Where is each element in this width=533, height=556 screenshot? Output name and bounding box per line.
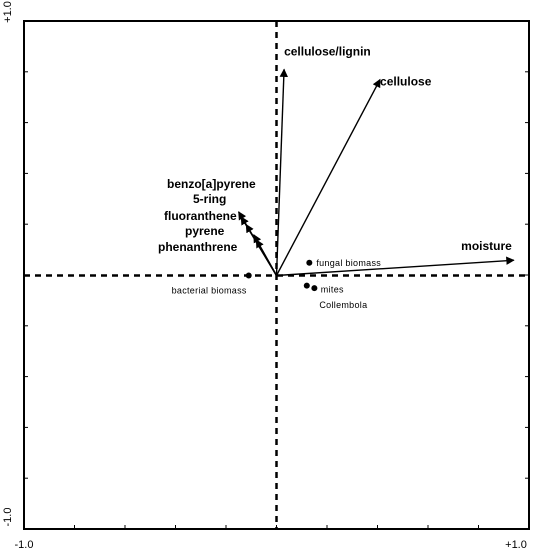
axis-ticks (23, 20, 530, 530)
arrow-label-cellulose: cellulose (380, 75, 432, 89)
arrow-label-cellulose-lignin: cellulose/lignin (284, 44, 371, 58)
arrow-cellulose-lignin (275, 68, 288, 276)
arrow-label-5-ring: 5-ring (193, 192, 226, 206)
labels-layer: cellulose/lignin cellulose moisture benzo[a… (158, 44, 512, 310)
arrow-cellulose (275, 78, 381, 276)
arrow-label-benzo-a-pyrene: benzo[a]pyrene (167, 177, 256, 191)
point-bacterial-biomass (245, 272, 252, 279)
arrow-label-phenanthrene: phenanthrene (158, 240, 238, 254)
point-label-collembola: Collembola (319, 300, 367, 310)
point-mites (303, 282, 310, 289)
arrow-label-fluoranthene: fluoranthene (164, 209, 237, 223)
arrow-label-pyrene: pyrene (185, 224, 225, 238)
arrow-label-moisture: moisture (461, 239, 512, 253)
arrows-layer (238, 68, 515, 277)
point-label-mites: mites (321, 285, 344, 295)
points-layer (245, 259, 318, 292)
y-axis-max-label: +1.0 (2, 1, 14, 23)
arrow-moisture (276, 256, 515, 277)
point-label-bacterial-biomass: bacterial biomass (172, 286, 247, 296)
point-label-fungal-biomass: fungal biomass (316, 258, 381, 268)
y-axis-min-label: -1.0 (2, 508, 14, 527)
arrow-phenanthrene (255, 239, 278, 276)
x-axis-max-label: +1.0 (505, 539, 527, 551)
point-fungal-biomass (306, 259, 313, 266)
point-collembola (311, 285, 318, 292)
x-axis-min-label: -1.0 (15, 539, 34, 551)
